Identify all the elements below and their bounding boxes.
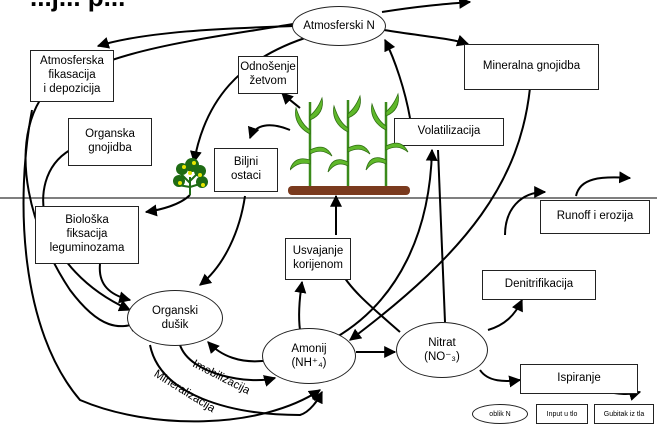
arrow-nitrat-to-volatilizacija [437,149,446,323]
arrow-shrub-to-bioloska [144,194,191,217]
arrow-atm-left-down [22,109,321,423]
arrow-amonij-to-volatilizacija [334,148,438,339]
node-runoff: Runoff i erozija [540,200,650,234]
shrub-legume-icon [173,158,208,195]
crop-plants-illustration [290,92,409,186]
node-organska: Organska gnojidba [68,118,152,166]
arrow-runoff-out [575,171,632,197]
node-organski-dusik: Organski dušik [127,290,223,346]
node-usvajanje: Usvajanje korijenom [285,238,351,280]
arrow-atm-to-mineralna [383,29,470,47]
arrow-atm-to-organska [189,37,306,164]
arrow-nitrat-to-denitrifikacija [487,298,523,331]
legend-oblik-n: oblik N [472,404,528,424]
node-ispiranje: Ispiranje [520,364,638,394]
node-bioloska: Biološka fiksacija leguminozama [35,206,139,264]
node-atm-fiksacija: Atmosferska fikasacija i depozicija [30,50,114,102]
arrow-amonij-to-organski [207,341,271,363]
legend-input: Input u tlo [536,404,588,424]
maize-plant-2-icon [327,94,371,186]
node-odnosenje: Odnošenje žetvom [238,56,298,94]
title-fragment: ...j... p... [30,0,125,13]
node-volatilizacija: Volatilizacija [394,118,504,146]
legend-gubitak: Gubitak iz tla [594,404,654,424]
soil-strip [288,186,410,195]
arrow-runoff-in [504,186,547,236]
arrow-plants-to-biljni [247,124,291,140]
node-nitrat: Nitrat (NO⁻₃) [396,322,488,378]
node-denitrifikacija: Denitrifikacija [482,270,596,300]
maize-plant-3-icon [365,92,409,186]
node-atmosferski-n: Atmosferski N [292,6,386,46]
arrow-volatilizacija-to-atm [384,38,411,119]
arrow-mineralna-to-amonij [349,87,531,341]
arrow-amonij-to-usvajanje [294,280,307,331]
node-biljni: Biljni ostaci [214,148,278,192]
arrow-atm-to-topright [381,0,472,13]
arrow-organski-mineralizacija [149,344,323,417]
node-mineralna: Mineralna gnojidba [464,44,599,90]
arrow-biljni-to-organski [199,195,246,286]
maize-plant-1-icon [290,96,333,186]
arrow-bioloska-to-organski [98,263,132,304]
arrow-organski-to-amonij [179,344,277,387]
arrow-nitrat-to-ispiranje [479,369,522,388]
node-amonij: Amonij (NH⁺₄) [262,328,356,384]
